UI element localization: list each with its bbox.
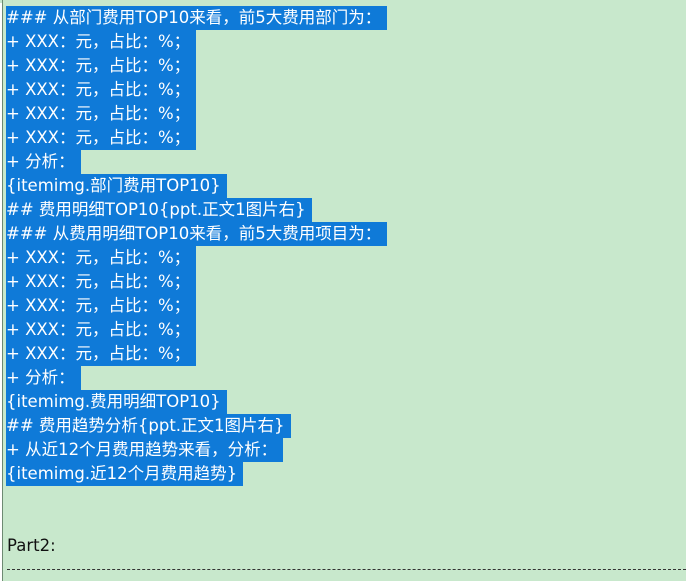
part-label: Part2: [7,536,56,555]
selected-text[interactable]: + XXX：元，占比：%； [6,342,197,366]
selected-text[interactable]: + XXX：元，占比：%； [6,246,197,270]
editor-line[interactable]: + XXX：元，占比：%； [6,342,387,366]
selected-text[interactable]: ## 费用趋势分析{ppt.正文1图片右} [6,414,291,438]
editor-line[interactable]: + 分析： [6,150,387,174]
selected-text[interactable]: + XXX：元，占比：%； [6,102,197,126]
editor-line[interactable]: + XXX：元，占比：%； [6,270,387,294]
selected-text[interactable]: {itemimg.费用明细TOP10} [6,390,227,414]
selected-text[interactable]: + 分析： [6,150,81,174]
selected-text[interactable]: + 从近12个月费用趋势来看，分析： [6,438,284,462]
selected-text[interactable]: + XXX：元，占比：%； [6,318,197,342]
editor-line[interactable]: {itemimg.近12个月费用趋势} [6,462,387,486]
editor-line[interactable]: + XXX：元，占比：%； [6,54,387,78]
selected-text[interactable]: {itemimg.部门费用TOP10} [6,174,227,198]
editor-line[interactable]: + 分析： [6,366,387,390]
editor-line[interactable]: ## 费用明细TOP10{ppt.正文1图片右} [6,198,387,222]
selected-text[interactable]: + XXX：元，占比：%； [6,54,197,78]
editor-line[interactable]: {itemimg.费用明细TOP10} [6,390,387,414]
editor-line[interactable]: + XXX：元，占比：%； [6,102,387,126]
editor-line[interactable]: + XXX：元，占比：%； [6,126,387,150]
selected-text[interactable]: ## 费用明细TOP10{ppt.正文1图片右} [6,198,312,222]
editor-line[interactable]: + XXX：元，占比：%； [6,318,387,342]
selected-text[interactable]: + XXX：元，占比：%； [6,126,197,150]
editor-line[interactable]: ### 从费用明细TOP10来看，前5大费用项目为： [6,222,388,246]
selected-text[interactable]: + 分析： [6,366,81,390]
editor-line[interactable]: ### 从部门费用TOP10来看，前5大费用部门为： [6,6,388,30]
selected-text[interactable]: ### 从费用明细TOP10来看，前5大费用项目为： [6,222,388,246]
editor-line[interactable]: + XXX：元，占比：%； [6,30,387,54]
editor-line[interactable]: + XXX：元，占比：%； [6,294,387,318]
editor-line[interactable]: {itemimg.部门费用TOP10} [6,174,387,198]
editor-line[interactable]: ## 费用趋势分析{ppt.正文1图片右} [6,414,387,438]
dashed-separator [7,569,686,570]
editor-line[interactable]: + XXX：元，占比：%； [6,246,387,270]
editor-line[interactable]: + 从近12个月费用趋势来看，分析： [6,438,387,462]
selected-text[interactable]: + XXX：元，占比：%； [6,270,197,294]
selected-text[interactable]: {itemimg.近12个月费用趋势} [6,462,244,486]
selected-text[interactable]: + XXX：元，占比：%； [6,294,197,318]
selected-text[interactable]: + XXX：元，占比：%； [6,78,197,102]
selected-text[interactable]: ### 从部门费用TOP10来看，前5大费用部门为： [6,6,388,30]
selected-text[interactable]: + XXX：元，占比：%； [6,30,197,54]
editor-line[interactable]: + XXX：元，占比：%； [6,78,387,102]
editor-lines[interactable]: ### 从部门费用TOP10来看，前5大费用部门为：+ XXX：元，占比：%；+… [6,6,388,486]
